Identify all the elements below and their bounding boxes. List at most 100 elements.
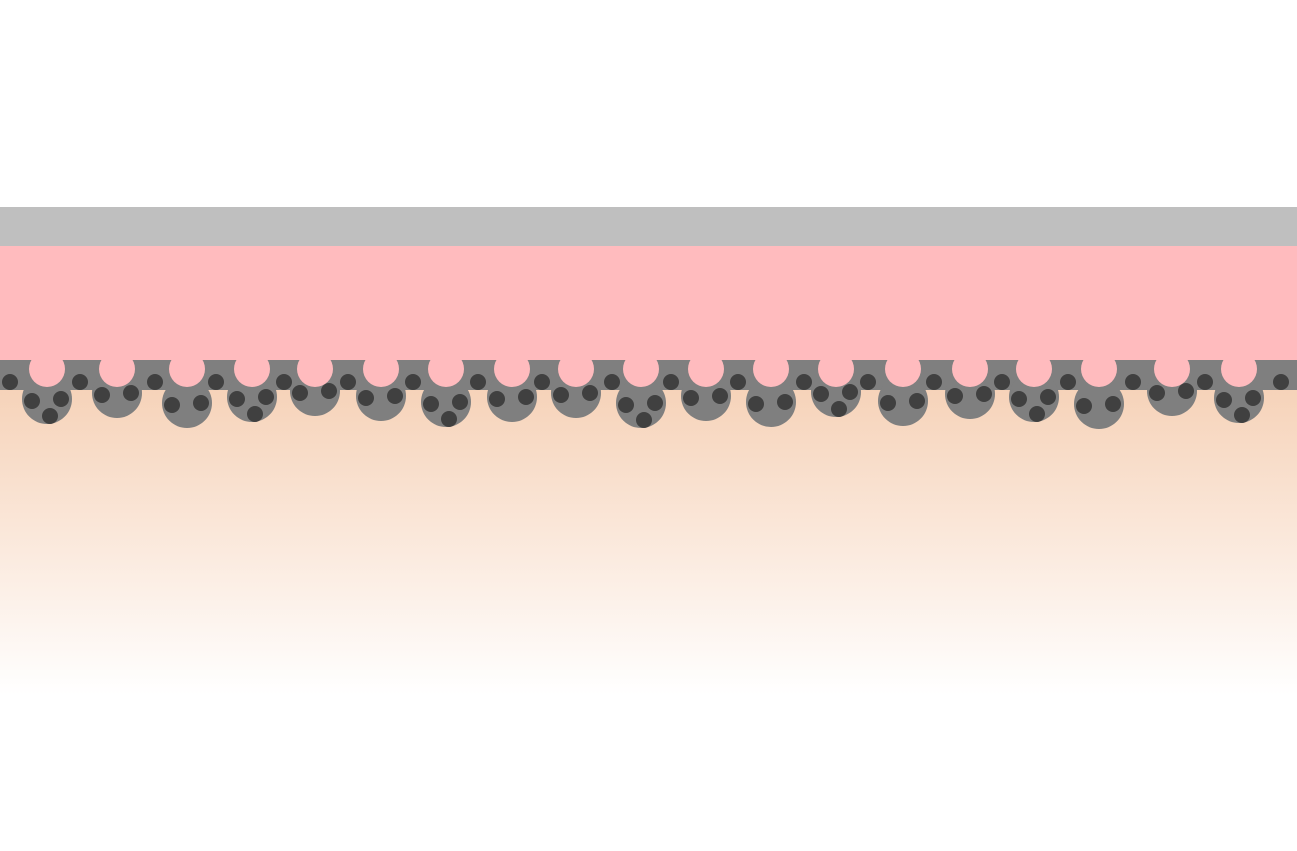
particle (994, 374, 1010, 390)
particle (860, 374, 876, 390)
particle (926, 374, 942, 390)
bump-cavity (688, 351, 724, 387)
particle (748, 396, 764, 412)
particle (1076, 398, 1092, 414)
interface-bump (421, 377, 471, 427)
particle (1245, 390, 1261, 406)
particle (387, 388, 403, 404)
particle (229, 391, 245, 407)
particle (258, 389, 274, 405)
particle (1105, 396, 1121, 412)
interface-bump (162, 378, 212, 428)
particle (813, 386, 829, 402)
particle (518, 389, 534, 405)
particle (1273, 374, 1289, 390)
particle (976, 386, 992, 402)
bump-cavity (558, 351, 594, 387)
particle (72, 374, 88, 390)
pink-layer (0, 246, 1297, 360)
interface-bump (746, 377, 796, 427)
particle (842, 384, 858, 400)
bump-cavity (753, 351, 789, 387)
bump-cavity (494, 351, 530, 387)
particle (647, 395, 663, 411)
bump-cavity (99, 351, 135, 387)
particle (247, 406, 263, 422)
interface-bump (487, 372, 537, 422)
particle (618, 397, 634, 413)
particle (53, 391, 69, 407)
bump-cavity (297, 351, 333, 387)
particle (1040, 389, 1056, 405)
interface-bump (1009, 372, 1059, 422)
particle (441, 411, 457, 427)
particle (636, 412, 652, 428)
particle (534, 374, 550, 390)
bump-cavity (952, 351, 988, 387)
particle (712, 388, 728, 404)
particle (164, 397, 180, 413)
particle (452, 394, 468, 410)
bump-cavity (1154, 351, 1190, 387)
particle (1029, 406, 1045, 422)
bump-cavity (428, 351, 464, 387)
particle (1125, 374, 1141, 390)
particle (1234, 407, 1250, 423)
interface-bump (22, 374, 72, 424)
particle (470, 374, 486, 390)
particle (292, 385, 308, 401)
particle (1060, 374, 1076, 390)
particle (553, 387, 569, 403)
particle (405, 374, 421, 390)
particle (796, 374, 812, 390)
bump-cavity (29, 351, 65, 387)
interface-bump (356, 371, 406, 421)
particle (604, 374, 620, 390)
top-film-layer (0, 207, 1297, 246)
particle (1197, 374, 1213, 390)
particle (1178, 383, 1194, 399)
particle (123, 385, 139, 401)
particle (489, 391, 505, 407)
particle (94, 387, 110, 403)
particle (321, 383, 337, 399)
particle (909, 393, 925, 409)
particle (880, 395, 896, 411)
particle (276, 374, 292, 390)
interface-bump (616, 378, 666, 428)
particle (730, 374, 746, 390)
particle (358, 390, 374, 406)
interface-bump (1214, 373, 1264, 423)
particle (2, 374, 18, 390)
particle (24, 393, 40, 409)
interface-bumps (22, 351, 1264, 429)
bump-cavity (1016, 351, 1052, 387)
particle (42, 408, 58, 424)
interface-bump (227, 372, 277, 422)
particle (663, 374, 679, 390)
particle (582, 385, 598, 401)
bump-cavity (234, 351, 270, 387)
particle (947, 388, 963, 404)
particle (340, 374, 356, 390)
substrate-gradient-layer (0, 385, 1297, 695)
interface-bump (681, 371, 731, 421)
particle (1216, 392, 1232, 408)
bump-cavity (818, 351, 854, 387)
bump-cavity (623, 351, 659, 387)
bump-cavity (1081, 351, 1117, 387)
particle (831, 401, 847, 417)
particle (423, 396, 439, 412)
embedded-particles (2, 374, 1289, 428)
bump-cavity (885, 351, 921, 387)
bump-cavity (1221, 351, 1257, 387)
particle (1011, 391, 1027, 407)
bump-cavity (363, 351, 399, 387)
particle (777, 394, 793, 410)
interface-bump (878, 376, 928, 426)
particle (1149, 385, 1165, 401)
particle (193, 395, 209, 411)
particle (208, 374, 224, 390)
interface-bump (1074, 379, 1124, 429)
